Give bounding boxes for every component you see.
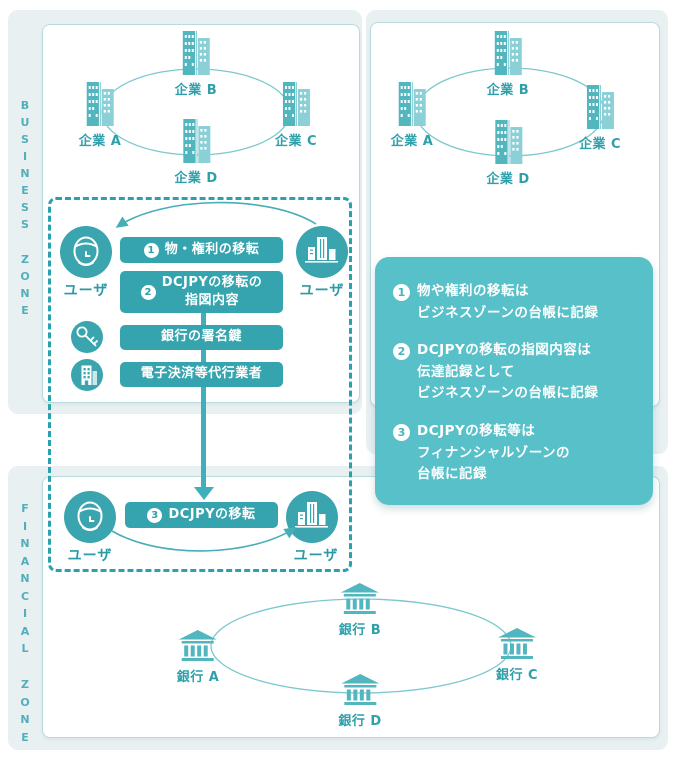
company-node-c-right: 企業 C xyxy=(579,85,621,152)
bank-icon xyxy=(179,630,217,661)
ledger-recording-callout: 1 物や権利の移転は ビジネスゾーンの台帳に記録 2 DCJPYの移転の指図内容… xyxy=(375,257,653,505)
company-label: 企業 B xyxy=(174,83,218,98)
step-box-5: 3 DCJPYの移転 xyxy=(125,502,278,528)
bank-signature-key-circle xyxy=(71,321,103,353)
callout-item-1: 1 物や権利の移転は ビジネスゾーンの台帳に記録 xyxy=(393,281,637,324)
company-label: 企業 C xyxy=(274,134,318,149)
user-left-label-financial: ユーザ xyxy=(67,548,113,564)
company-label: 企業 A xyxy=(390,134,434,149)
callout-item-2: 2 DCJPYの移転の指図内容は 伝達記録として ビジネスゾーンの台帳に記録 xyxy=(393,340,637,405)
callout-line: DCJPYの移転の指図内容は xyxy=(417,342,592,359)
bank-label: 銀行 A xyxy=(176,670,220,685)
bank-icon xyxy=(340,674,379,705)
office-building-icon xyxy=(586,85,614,129)
callout-line: 物や権利の移転は xyxy=(417,283,529,299)
bank-label: 銀行 B xyxy=(338,623,382,638)
step-box-1: 1 物・権利の移転 xyxy=(120,237,283,263)
key-icon xyxy=(76,326,98,347)
payment-agent-circle xyxy=(71,359,103,391)
step-number-1: 1 xyxy=(143,242,159,258)
office-building-icon xyxy=(495,31,522,75)
company-label: 企業 D xyxy=(174,171,218,186)
callout-line: 伝達記録として xyxy=(417,363,515,380)
step-number-3: 3 xyxy=(147,507,163,523)
city-buildings-icon xyxy=(295,502,328,528)
callout-item-3: 3 DCJPYの移転等は フィナンシャルゾーンの 台帳に記録 xyxy=(393,421,637,486)
person-icon xyxy=(77,501,103,531)
company-node-b-right: 企業 B xyxy=(487,31,529,98)
bank-node-c: 銀行 C xyxy=(496,628,538,683)
person-icon xyxy=(73,236,99,266)
company-node-b-left: 企業 B xyxy=(175,31,217,98)
office-building-icon xyxy=(282,82,310,126)
callout-number-2: 2 xyxy=(393,343,410,361)
bank-icon xyxy=(341,583,379,614)
office-building-icon xyxy=(87,82,114,126)
callout-number-1: 1 xyxy=(393,284,410,301)
company-node-c-left: 企業 C xyxy=(275,82,317,149)
bank-label: 銀行 C xyxy=(495,668,539,683)
step-text: 銀行の署名鍵 xyxy=(160,329,242,345)
step-text: 物・権利の移転 xyxy=(164,241,260,257)
bank-node-d: 銀行 D xyxy=(338,674,381,729)
company-node-d-right: 企業 D xyxy=(486,120,529,187)
user-right-circle-financial xyxy=(286,491,338,543)
user-left-circle-financial xyxy=(64,491,116,543)
callout-line: ビジネスゾーンの台帳に記録 xyxy=(417,304,599,321)
user-left-label-business: ユーザ xyxy=(63,283,109,299)
callout-line: DCJPYの移転等は xyxy=(417,422,536,439)
step-box-4: 電子決済等代行業者 xyxy=(120,362,283,387)
step-box-2: 2 DCJPYの移転の 指図内容 xyxy=(120,271,283,313)
bank-label: 銀行 D xyxy=(338,714,382,729)
step-text: DCJPYの移転の xyxy=(161,274,263,290)
company-node-a-left: 企業 A xyxy=(79,82,122,149)
bank-node-a: 銀行 A xyxy=(177,630,220,685)
office-building-icon xyxy=(399,82,426,126)
company-node-a-right: 企業 A xyxy=(391,82,434,149)
callout-line: フィナンシャルゾーンの xyxy=(417,444,571,461)
user-right-circle-business xyxy=(296,226,348,278)
step-text: 電子決済等代行業者 xyxy=(140,366,263,382)
step-number-2: 2 xyxy=(140,284,156,300)
callout-number-3: 3 xyxy=(393,423,410,441)
company-label: 企業 A xyxy=(78,134,122,149)
user-right-label-financial: ユーザ xyxy=(293,548,339,564)
user-transaction-dashed-box xyxy=(48,197,352,572)
step-text: 指図内容 xyxy=(184,293,239,308)
office-building-icon xyxy=(183,31,210,75)
company-label: 企業 D xyxy=(486,172,530,187)
city-buildings-icon xyxy=(305,237,338,263)
user-right-label-business: ユーザ xyxy=(299,283,345,299)
bank-icon xyxy=(497,628,536,659)
building-icon xyxy=(81,365,97,385)
company-label: 企業 C xyxy=(578,137,622,152)
dcjpy-transfer-arrow xyxy=(201,313,206,489)
user-left-circle-business xyxy=(60,226,112,278)
step-box-3: 銀行の署名鍵 xyxy=(120,325,283,350)
office-building-icon xyxy=(494,120,522,164)
company-label: 企業 B xyxy=(486,83,530,98)
callout-line: 台帳に記録 xyxy=(417,466,487,483)
office-building-icon xyxy=(182,119,210,163)
bank-node-b: 銀行 B xyxy=(339,583,381,638)
callout-line: ビジネスゾーンの台帳に記録 xyxy=(417,385,599,402)
step-text: DCJPYの移転 xyxy=(168,506,256,522)
dcjpy-transfer-arrowhead xyxy=(194,487,214,500)
company-node-d-left: 企業 D xyxy=(174,119,217,186)
